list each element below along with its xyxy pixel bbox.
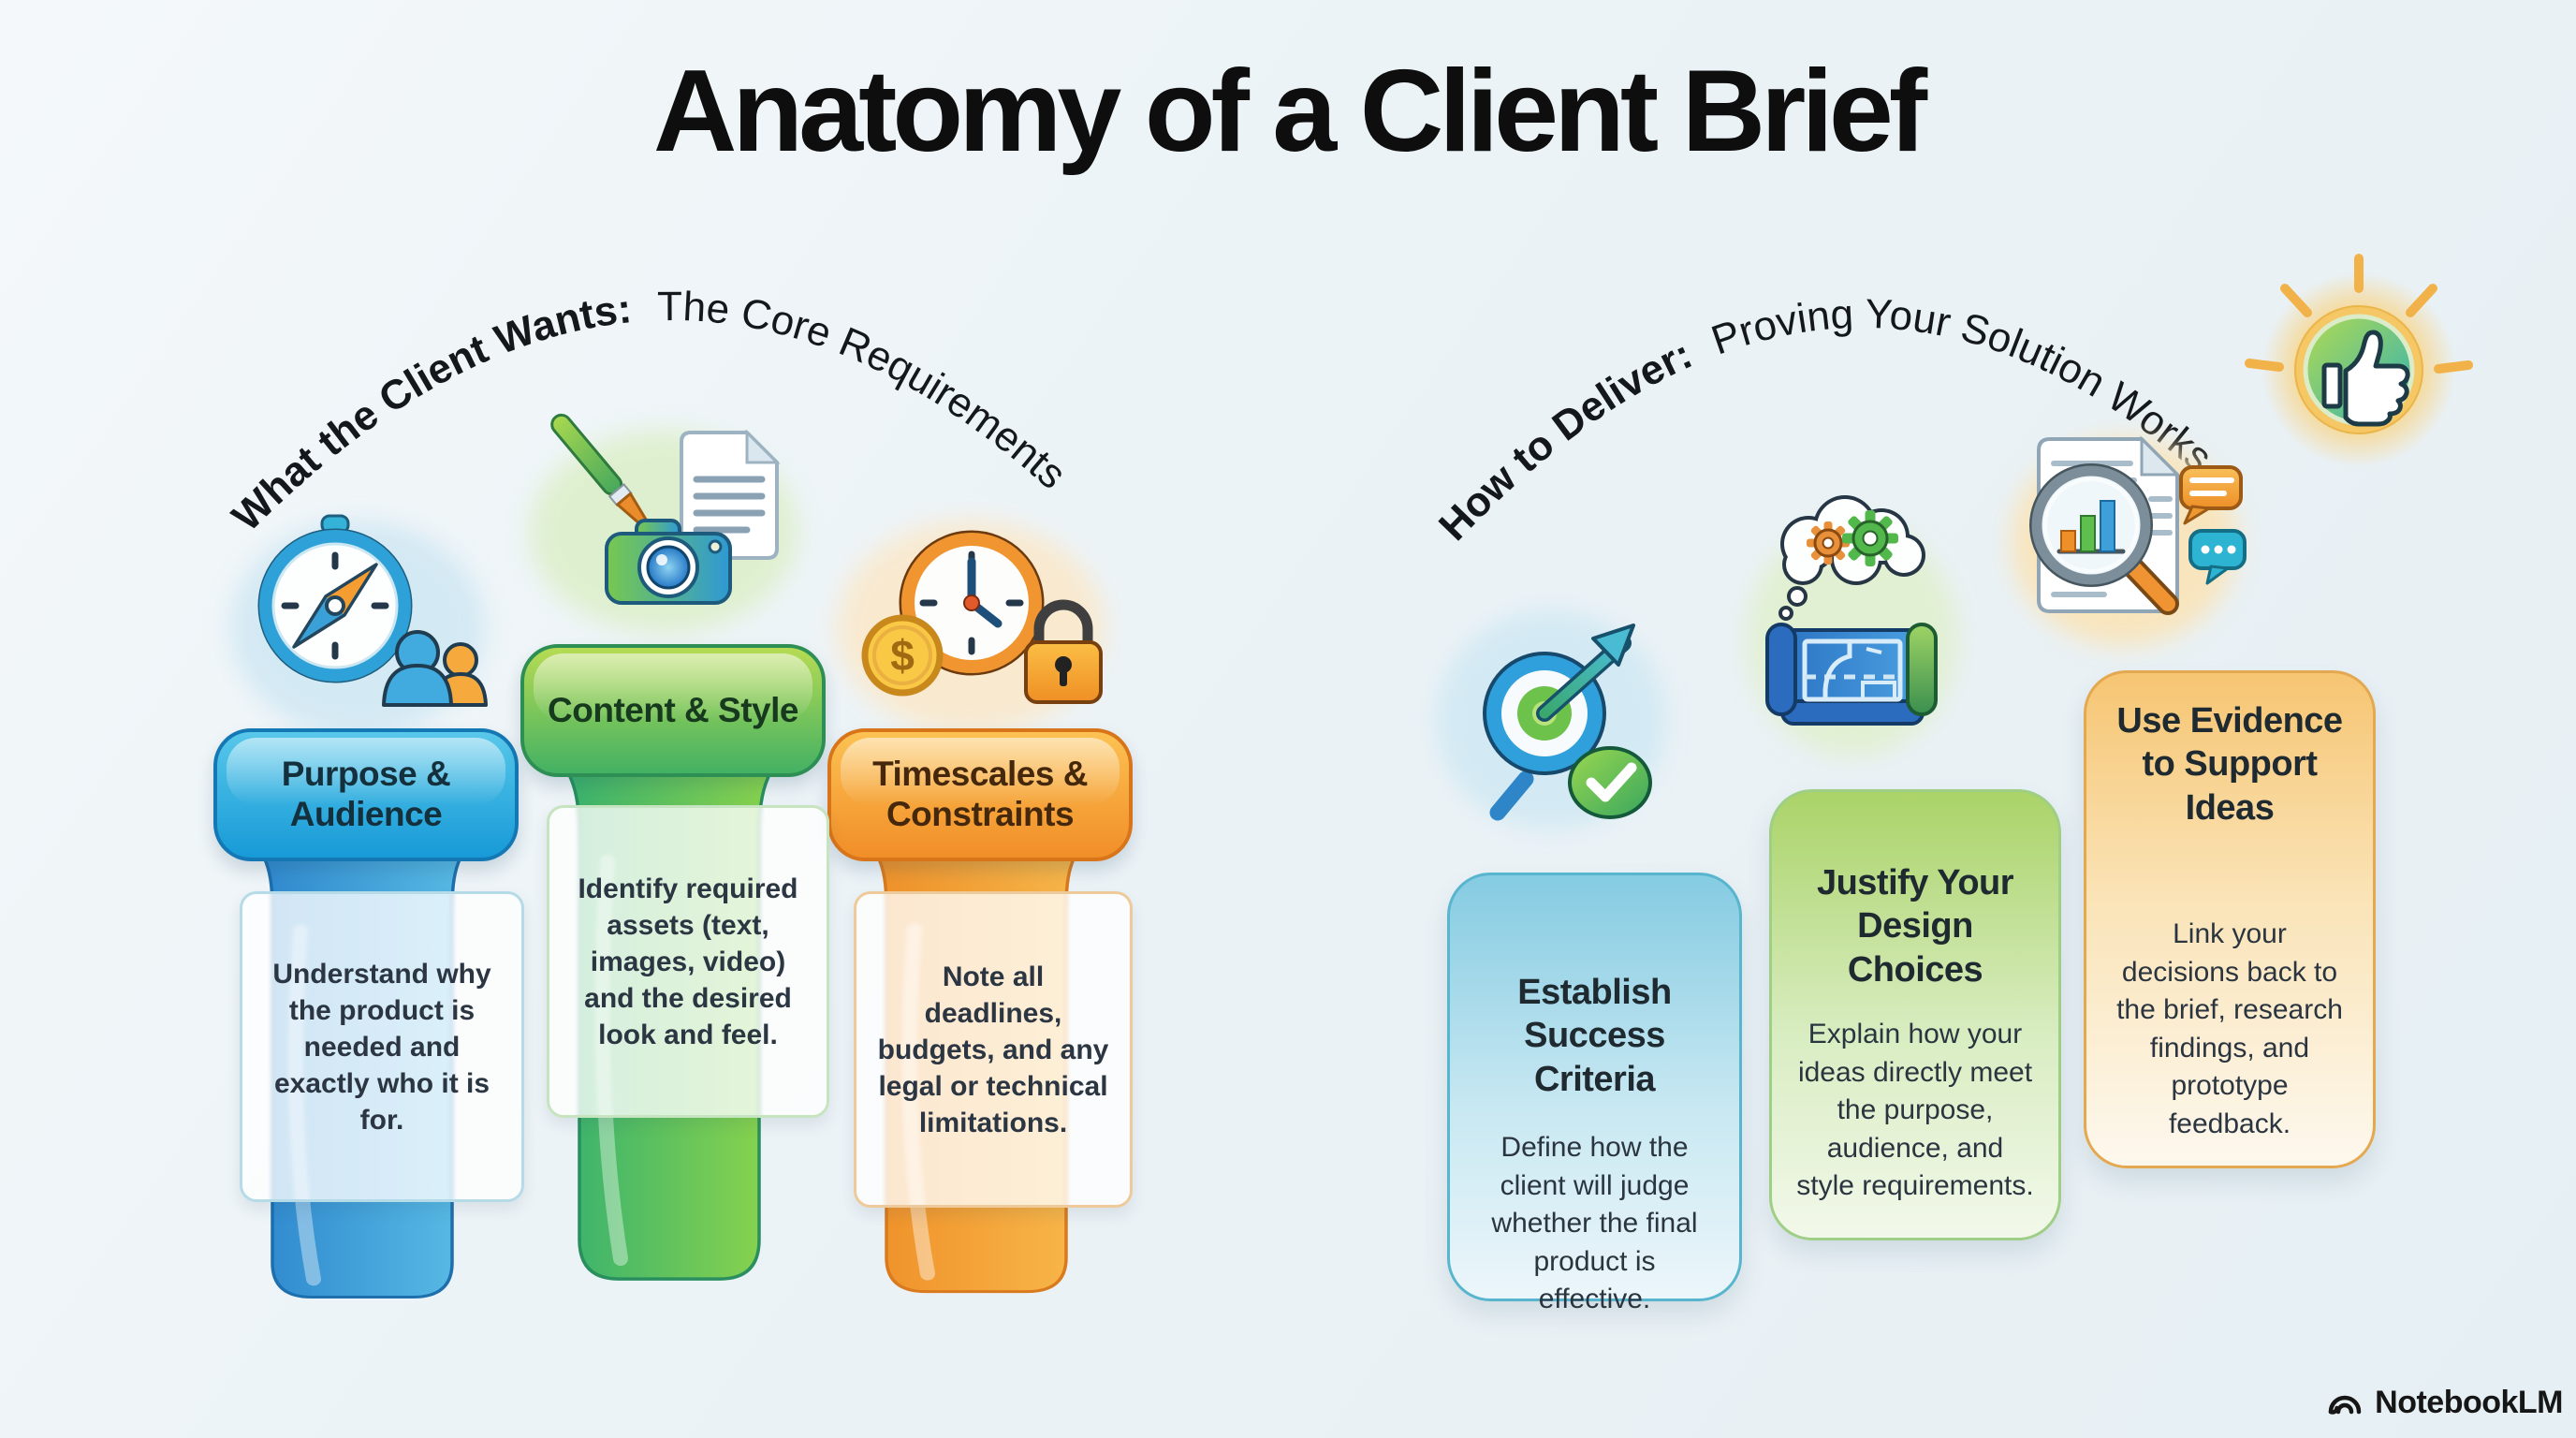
card-establish-success-criteria: Establish Success Criteria Define how th…	[1447, 873, 1742, 1314]
blueprint-gears-thought-icon	[1765, 495, 1938, 726]
card-use-evidence-support-ideas: Use Evidence to Support Ideas Link your …	[2084, 670, 2376, 1168]
magnifier-report-chat-icon	[2029, 435, 2247, 615]
card-justify-design-choices: Justify Your Design Choices Explain how …	[1769, 789, 2061, 1240]
card-body: Link your decisions back to the brief, r…	[2116, 918, 2343, 1139]
card-title: Use Evidence to Support Ideas	[2116, 701, 2343, 828]
card-body: Define how the client will judge whether…	[1491, 1132, 1698, 1315]
card-title: Establish Success Criteria	[1517, 973, 1672, 1099]
footer-brand: NotebookLM	[2324, 1382, 2563, 1423]
svg-text:$: $	[890, 631, 915, 680]
page-title: Anatomy of a Client Brief	[652, 47, 1927, 176]
pillar-title: Purpose & Audience	[281, 755, 451, 833]
pillar-body-purpose-audience: Understand why the product is needed and…	[240, 891, 524, 1202]
pillar-banner-purpose-audience: Purpose & Audience	[213, 728, 519, 861]
pillar-banner-content-style: Content & Style	[520, 644, 826, 777]
pillar-body-timescales-constraints: Note all deadlines, budgets, and any leg…	[854, 891, 1133, 1208]
target-arrow-check-icon	[1483, 624, 1652, 821]
notebooklm-logo-text: NotebookLM	[2375, 1384, 2563, 1420]
pillar-title: Timescales & Constraints	[872, 755, 1088, 833]
clock-coin-padlock-icon: $	[861, 530, 1103, 704]
left-arc-heading: What the Client Wants: The Core Requirem…	[224, 284, 1075, 540]
pillar-body-content-style: Identify required assets (text, images, …	[547, 805, 829, 1118]
paintbrush-camera-document-icon	[550, 413, 781, 605]
right-arc-bold-label: How to Deliver:	[1430, 331, 1699, 550]
notebooklm-logo-icon	[2328, 1395, 2362, 1415]
compass-people-icon	[257, 514, 488, 707]
card-title: Justify Your Design Choices	[1816, 863, 2014, 990]
thumbs-up-sun-icon	[2245, 254, 2473, 467]
pillar-banner-timescales-constraints: Timescales & Constraints	[827, 728, 1133, 861]
card-body: Explain how your ideas directly meet the…	[1796, 1019, 2034, 1202]
pillar-title: Content & Style	[548, 690, 798, 729]
